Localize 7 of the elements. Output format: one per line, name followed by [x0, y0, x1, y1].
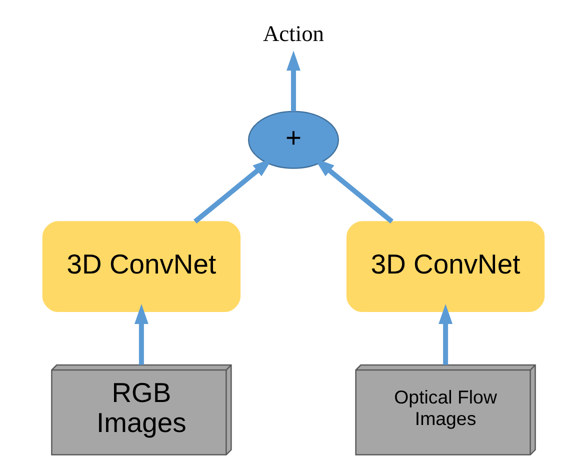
node-box: 3D ConvNet — [42, 221, 241, 312]
arrow — [438, 304, 453, 365]
node-box: 3D ConvNet — [346, 221, 545, 312]
arrow — [286, 50, 300, 112]
node-text: Action — [262, 21, 324, 46]
arrow — [134, 304, 148, 365]
node-ellipse: + — [248, 110, 339, 169]
